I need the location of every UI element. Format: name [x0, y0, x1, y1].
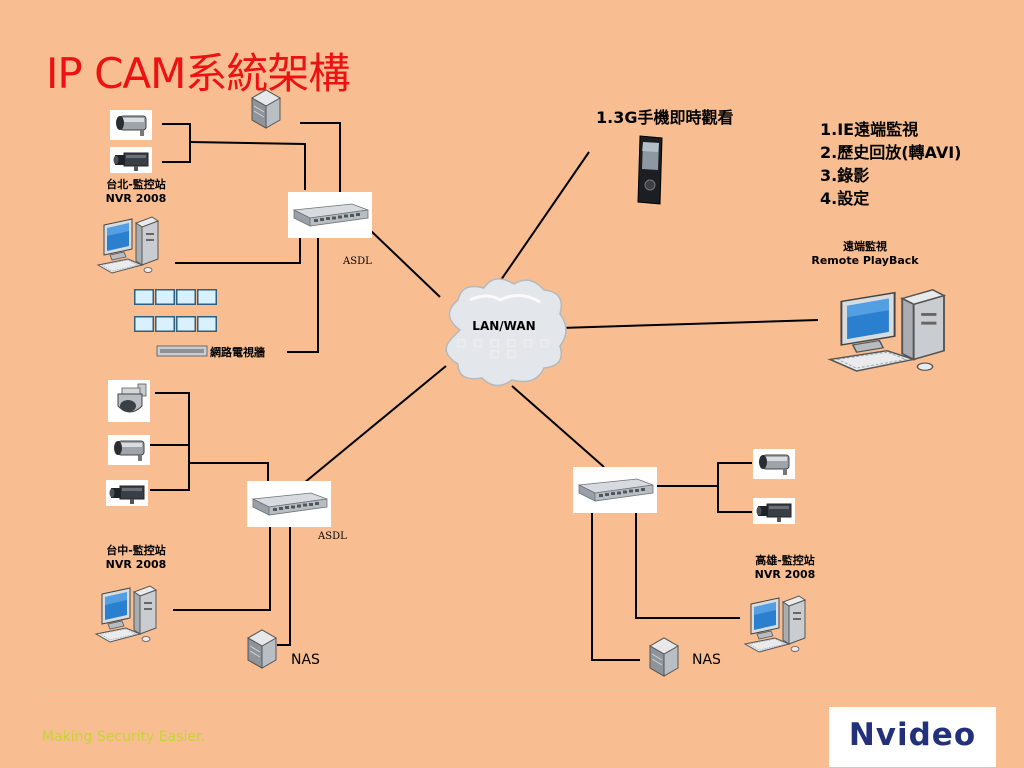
- server-icon: [247, 629, 277, 669]
- cloud-label: LAN/WAN: [472, 319, 536, 333]
- remote-subtitle: Remote PlayBack: [811, 254, 919, 267]
- connection-lines: [150, 122, 819, 661]
- desktop-computer-icon: [744, 595, 806, 653]
- page-title: IP CAM系統架構: [46, 49, 350, 98]
- logo-text: Nvideo: [848, 717, 977, 753]
- box-camera-icon: [109, 146, 153, 174]
- feature-item: 3.錄影: [820, 166, 870, 185]
- taichung-site-name: 台中-監控站: [106, 544, 166, 557]
- footer-slogan: Making Security Easier.: [42, 729, 205, 745]
- desktop-computer-icon: [829, 288, 945, 372]
- box-camera-icon: [752, 497, 796, 525]
- videowall-label: 網路電視牆: [210, 346, 265, 359]
- bullet-camera-icon: [109, 109, 153, 141]
- taichung-asdl-label: ASDL: [318, 531, 347, 542]
- feature-item: 4.設定: [820, 189, 870, 208]
- feature-item: 1.IE遠端監視: [820, 120, 919, 139]
- network-switch-icon: [572, 466, 658, 514]
- kaohsiung-site-label: 高雄-監控站 NVR 2008: [745, 554, 825, 582]
- taipei-nvr-label: NVR 2008: [105, 192, 167, 205]
- cloud-sublabel: □ □ □ □ □ □ □ □: [456, 338, 552, 360]
- taichung-nvr-label: NVR 2008: [105, 558, 167, 571]
- desktop-computer-icon: [97, 216, 159, 274]
- kaohsiung-nas-label: NAS: [692, 652, 721, 668]
- network-switch-icon: [287, 191, 373, 239]
- taichung-site-label: 台中-監控站 NVR 2008: [96, 544, 176, 572]
- cloud-icon: [445, 278, 567, 387]
- phone-title: 1.3G手機即時觀看: [596, 108, 734, 127]
- monitor-wall-icon: [134, 289, 217, 357]
- kaohsiung-site-name: 高雄-監控站: [755, 554, 815, 567]
- company-logo: Nvideo: [829, 707, 996, 767]
- feature-item: 2.歷史回放(轉AVI): [820, 143, 962, 162]
- box-camera-icon: [105, 479, 149, 507]
- bullet-camera-icon: [752, 448, 796, 480]
- taipei-site-label: 台北-監控站 NVR 2008: [96, 178, 176, 206]
- remote-title: 遠端監視: [843, 240, 887, 253]
- remote-playback-label: 遠端監視 Remote PlayBack: [810, 240, 920, 268]
- network-switch-icon: [246, 480, 332, 528]
- ptz-dome-camera-icon: [107, 379, 151, 423]
- kaohsiung-nvr-label: NVR 2008: [754, 568, 816, 581]
- bullet-camera-icon: [107, 434, 151, 466]
- mobile-phone-icon: [637, 135, 663, 205]
- taipei-asdl-label: ASDL: [343, 256, 372, 267]
- desktop-computer-icon: [95, 585, 157, 643]
- taipei-site-name: 台北-監控站: [106, 178, 166, 191]
- remote-feature-list: 1.IE遠端監視 2.歷史回放(轉AVI) 3.錄影 4.設定: [820, 118, 961, 210]
- footer-divider: [44, 690, 976, 691]
- server-icon: [649, 637, 679, 677]
- taichung-nas-label: NAS: [291, 652, 320, 668]
